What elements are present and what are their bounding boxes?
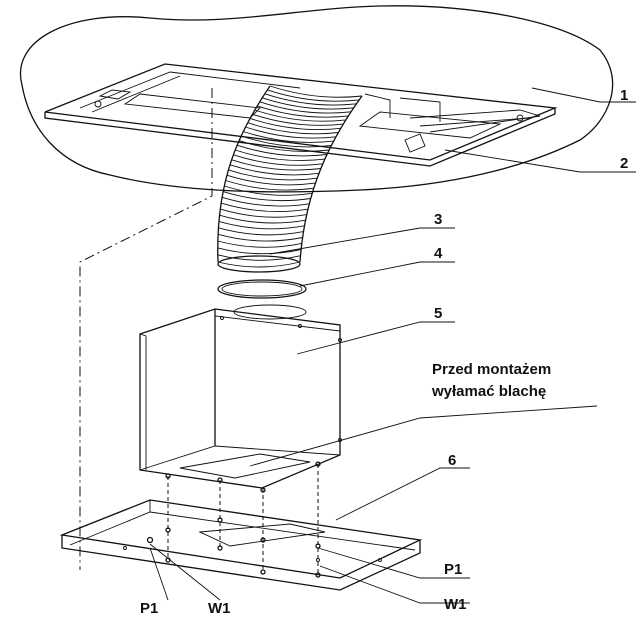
label-6: 6 <box>448 452 456 469</box>
duct-rib <box>221 196 310 207</box>
label-5: 5 <box>434 305 442 322</box>
duct-rib <box>219 214 306 224</box>
duct-rib <box>233 154 323 166</box>
duct-rib <box>238 140 330 152</box>
duct-rib <box>247 122 339 135</box>
ring <box>217 279 307 299</box>
note-line-2: wyłamać blachę <box>431 383 546 400</box>
duct-rib <box>243 131 334 143</box>
label-p1-right: P1 <box>444 561 462 578</box>
duct-rib <box>231 159 321 171</box>
label-4: 4 <box>434 245 443 262</box>
base-plate <box>59 499 423 591</box>
duct-rib <box>267 89 360 102</box>
duct-rib <box>217 233 303 242</box>
label-w1-left: W1 <box>208 600 231 617</box>
alignment-line <box>79 88 213 570</box>
duct-rib <box>224 185 313 196</box>
duct-rib <box>217 247 302 255</box>
label-w1-right: W1 <box>444 596 467 613</box>
duct-rib <box>236 144 327 157</box>
duct-rib <box>217 254 301 261</box>
duct-rib <box>220 208 307 218</box>
duct-rib <box>218 227 304 236</box>
label-1: 1 <box>620 87 628 104</box>
duct-rib <box>252 113 344 126</box>
label-3: 3 <box>434 211 442 228</box>
duct-rib <box>262 97 354 110</box>
duct-rib <box>217 240 302 248</box>
duct-rib <box>269 85 363 98</box>
duct-rib <box>259 101 352 114</box>
duct-rib <box>218 220 305 230</box>
duct-rib <box>226 174 316 186</box>
flexible-duct <box>217 85 363 273</box>
screw-guides <box>165 461 321 578</box>
duct-rib <box>249 117 341 130</box>
duct-rib <box>217 261 301 268</box>
duct-rib <box>264 93 357 106</box>
adapter-box <box>139 304 342 489</box>
duct-rib <box>229 164 320 176</box>
duct-rib <box>228 169 318 181</box>
duct-rib <box>225 180 314 191</box>
duct-rib <box>220 202 308 212</box>
leader-lines <box>149 87 636 604</box>
duct-rib <box>240 135 332 148</box>
note-line-1: Przed montażem <box>432 361 551 378</box>
ceiling-outline <box>19 5 614 193</box>
duct-rib <box>235 149 325 161</box>
duct-rib <box>222 191 311 202</box>
duct-rib <box>245 126 336 139</box>
label-p1-left: P1 <box>140 600 158 617</box>
duct-rib <box>254 109 346 122</box>
duct-rib <box>257 105 349 118</box>
ceiling-mounting-frame <box>44 63 558 167</box>
label-2: 2 <box>620 155 628 172</box>
